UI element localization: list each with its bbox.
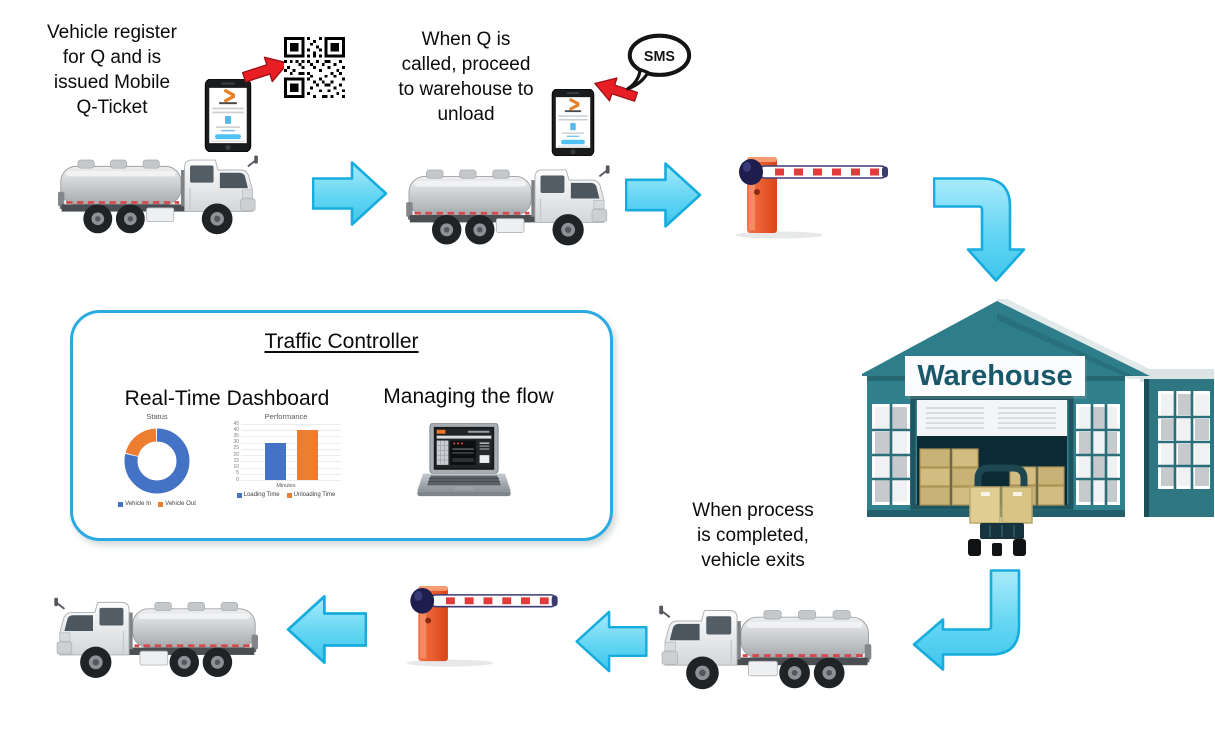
entry-barrier-gate xyxy=(731,154,895,240)
y-tick-label: 15 xyxy=(233,457,239,464)
y-tick-label: 10 xyxy=(233,464,239,471)
traffic-controller-title: Traffic Controller xyxy=(264,330,419,353)
qticket-phone-icon xyxy=(204,79,252,152)
truck-exited xyxy=(46,588,258,685)
y-tick-label: 35 xyxy=(233,432,239,439)
y-tick-label: 5 xyxy=(236,470,239,477)
gridline xyxy=(241,436,341,438)
truck-registering xyxy=(58,148,266,239)
y-tick-label: 0 xyxy=(236,476,239,483)
gridline xyxy=(241,480,341,481)
y-tick-label: 45 xyxy=(233,420,239,427)
qr-code-icon xyxy=(284,36,345,99)
warehouse-illustration xyxy=(862,299,1214,561)
gridline xyxy=(241,448,341,450)
legend-item: Loading Time xyxy=(236,492,280,498)
laptop-icon xyxy=(417,423,511,499)
warehouse-sign: Warehouse xyxy=(905,356,1085,396)
y-tick-label: 25 xyxy=(233,445,239,452)
y-tick-label: 40 xyxy=(233,426,239,433)
y-tick-label: 20 xyxy=(233,451,239,458)
flow-arrow-right-2 xyxy=(625,160,702,230)
truck-exiting xyxy=(650,598,872,694)
bar-chart-legend: Loading Time Unloading Time xyxy=(225,492,347,498)
donut-slice xyxy=(124,428,190,494)
traffic-controller-panel: Traffic Controller Real-Time Dashboard M… xyxy=(70,310,613,541)
legend-item: Unloading Time xyxy=(286,492,335,498)
gridline xyxy=(241,455,341,457)
flow-arrow-left-2 xyxy=(286,594,367,665)
step3-caption: When process is completed, vehicle exits xyxy=(692,500,814,571)
bar-chart-xlabel: Minutes xyxy=(276,483,296,489)
status-donut-chart: Status Vehicle In Vehicle Out xyxy=(105,412,209,507)
flow-arrow-turn-down xyxy=(933,176,1033,283)
sms-label: SMS xyxy=(644,49,675,65)
flow-arrow-left-1 xyxy=(570,610,652,673)
gridline xyxy=(241,442,341,444)
gridline xyxy=(241,461,341,463)
sms-phone-icon xyxy=(551,89,595,156)
managing-flow-label: Managing the flow xyxy=(383,385,554,408)
legend-item: Vehicle Out xyxy=(158,501,196,507)
donut-chart-plot xyxy=(124,428,190,494)
step1-caption: Vehicle register for Q and is issued Mob… xyxy=(47,22,177,118)
donut-chart-legend: Vehicle In Vehicle Out xyxy=(105,501,209,507)
donut-slice xyxy=(124,428,190,494)
gridline xyxy=(241,467,341,469)
legend-item: Vehicle In xyxy=(118,501,151,507)
dashboard-label: Real-Time Dashboard xyxy=(124,387,330,410)
flow-arrow-turn-left xyxy=(912,569,1021,672)
gridline xyxy=(241,473,341,475)
bar-loading-time xyxy=(264,442,286,480)
sms-bubble-icon: SMS xyxy=(625,32,692,92)
truck-proceeding xyxy=(406,158,618,250)
bar-unloading-time xyxy=(296,430,318,480)
flow-arrow-right-1 xyxy=(312,160,388,227)
gridline xyxy=(241,424,341,425)
y-tick-label: 30 xyxy=(233,439,239,446)
gridline xyxy=(241,430,341,432)
donut-chart-title: Status xyxy=(146,412,168,421)
exit-barrier-gate xyxy=(400,583,567,668)
bar-chart-title: Performance xyxy=(264,412,308,421)
step2-caption: When Q is called, proceed to warehouse t… xyxy=(398,29,534,125)
